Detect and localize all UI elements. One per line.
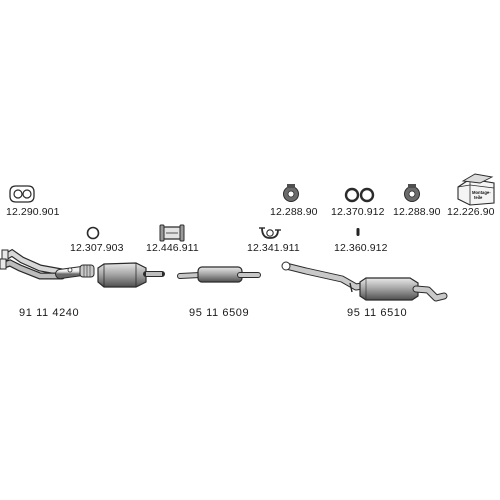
flange-clamp-icon[interactable]	[159, 224, 185, 242]
part-number-front-pipe: 91 11 4240	[19, 307, 80, 319]
part-number-flange-clamp: 12.446.911	[146, 242, 199, 254]
part-number-gasket: 12.290.901	[6, 206, 60, 218]
part-number-ring: 12.307.903	[70, 242, 124, 254]
rubber-hanger-icon[interactable]	[283, 184, 299, 202]
gasket-icon[interactable]	[9, 185, 35, 203]
rear-silencer-icon[interactable]	[281, 261, 448, 302]
rubber-hanger-icon[interactable]	[404, 184, 420, 202]
part-number-rear-silencer: 95 11 6510	[347, 307, 408, 319]
part-number-hanger-left: 12.288.90	[270, 206, 318, 218]
part-number-hanger-right: 12.288.90	[393, 206, 441, 218]
part-number-pin: 12.360.912	[334, 242, 388, 254]
svg-text:Montage-: Montage-	[472, 190, 491, 195]
u-clamp-icon[interactable]	[259, 227, 281, 239]
part-number-u-clamp: 12.341.911	[247, 242, 300, 254]
front-pipe-with-catalyst-icon[interactable]	[0, 248, 165, 288]
part-number-mounting-kit: 12.226.90	[447, 206, 495, 218]
pin-icon[interactable]	[356, 228, 360, 236]
svg-text:teile: teile	[474, 195, 483, 200]
part-number-middle-silencer: 95 11 6509	[189, 307, 250, 319]
mounting-kit-box-icon[interactable]: Montage- teile	[457, 173, 495, 206]
sealing-ring-icon[interactable]	[86, 226, 100, 240]
part-number-double-hanger: 12.370.912	[331, 206, 385, 218]
double-ring-hanger-icon[interactable]	[344, 187, 375, 203]
middle-silencer-icon[interactable]	[177, 266, 261, 283]
